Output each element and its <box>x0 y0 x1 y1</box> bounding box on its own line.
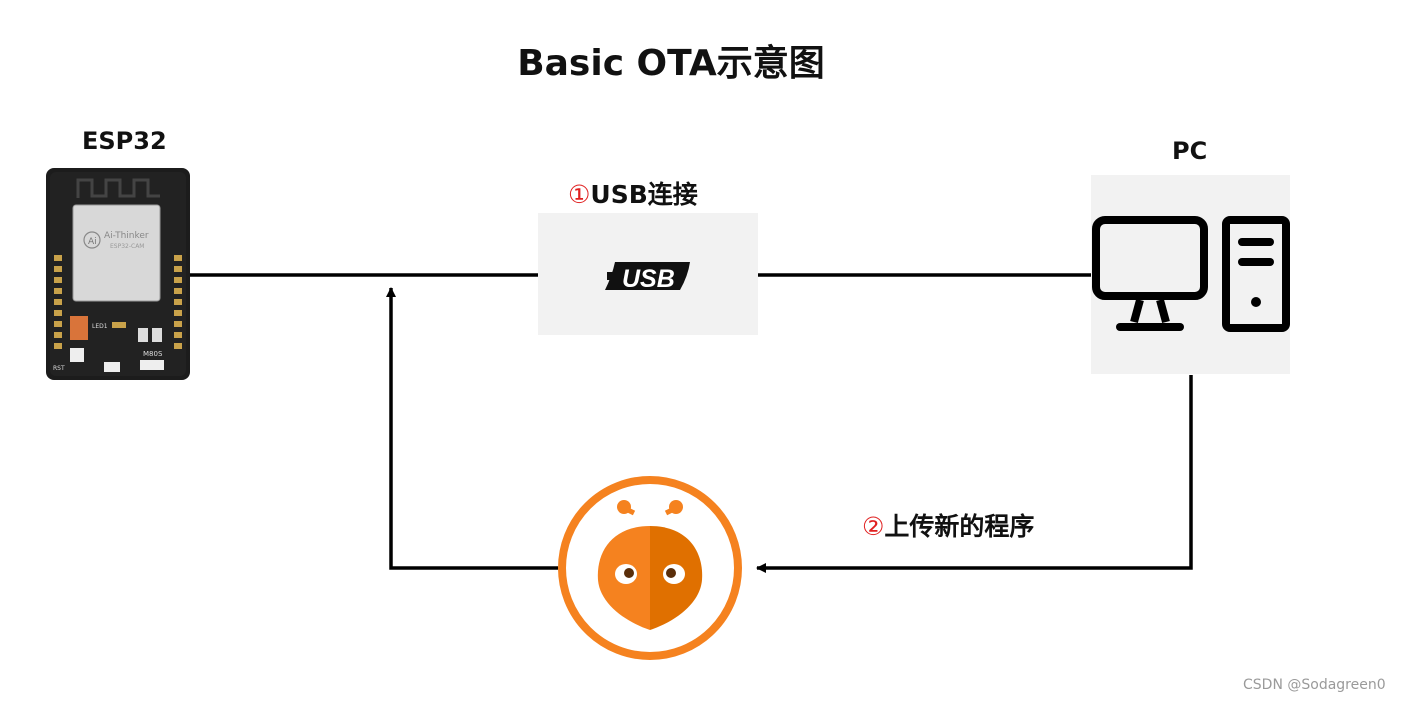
step-1-marker: ① <box>568 180 591 209</box>
usb-connection-label: ①USB连接 <box>568 175 698 211</box>
board-model-text: ESP32-CAM <box>110 243 145 250</box>
esp32-cam-board: Ai Ai-Thinker ESP32-CAM LED1 RST M80S <box>46 168 190 380</box>
usb-logo-text: USB <box>622 265 675 293</box>
svg-text:Ai: Ai <box>88 237 97 247</box>
usb-logo-icon: USB <box>605 262 690 293</box>
connection-lines <box>190 273 1193 573</box>
diagram-title: Basic OTA示意图 <box>517 43 825 84</box>
watermark: CSDN @Sodagreen0 <box>1243 677 1386 693</box>
step-2-marker: ② <box>862 512 885 541</box>
pc-to-platformio-line <box>756 375 1193 573</box>
board-brand-text: Ai-Thinker <box>104 231 149 241</box>
computer-icon <box>1092 216 1290 332</box>
platformio-icon <box>558 476 742 660</box>
pc-panel <box>1091 175 1290 374</box>
usb-connection-text: USB连接 <box>590 180 698 209</box>
esp32-label: ESP32 <box>82 127 167 155</box>
upload-label: ②上传新的程序 <box>862 507 1034 543</box>
pc-label: PC <box>1172 137 1208 165</box>
board-rst-text: RST <box>53 365 65 372</box>
platformio-to-esp32-line <box>386 287 558 570</box>
board-led-text: LED1 <box>92 323 108 330</box>
upload-text: 上传新的程序 <box>884 512 1035 541</box>
usb-panel: USB <box>538 213 758 335</box>
board-bottom-text: M80S <box>143 350 163 358</box>
